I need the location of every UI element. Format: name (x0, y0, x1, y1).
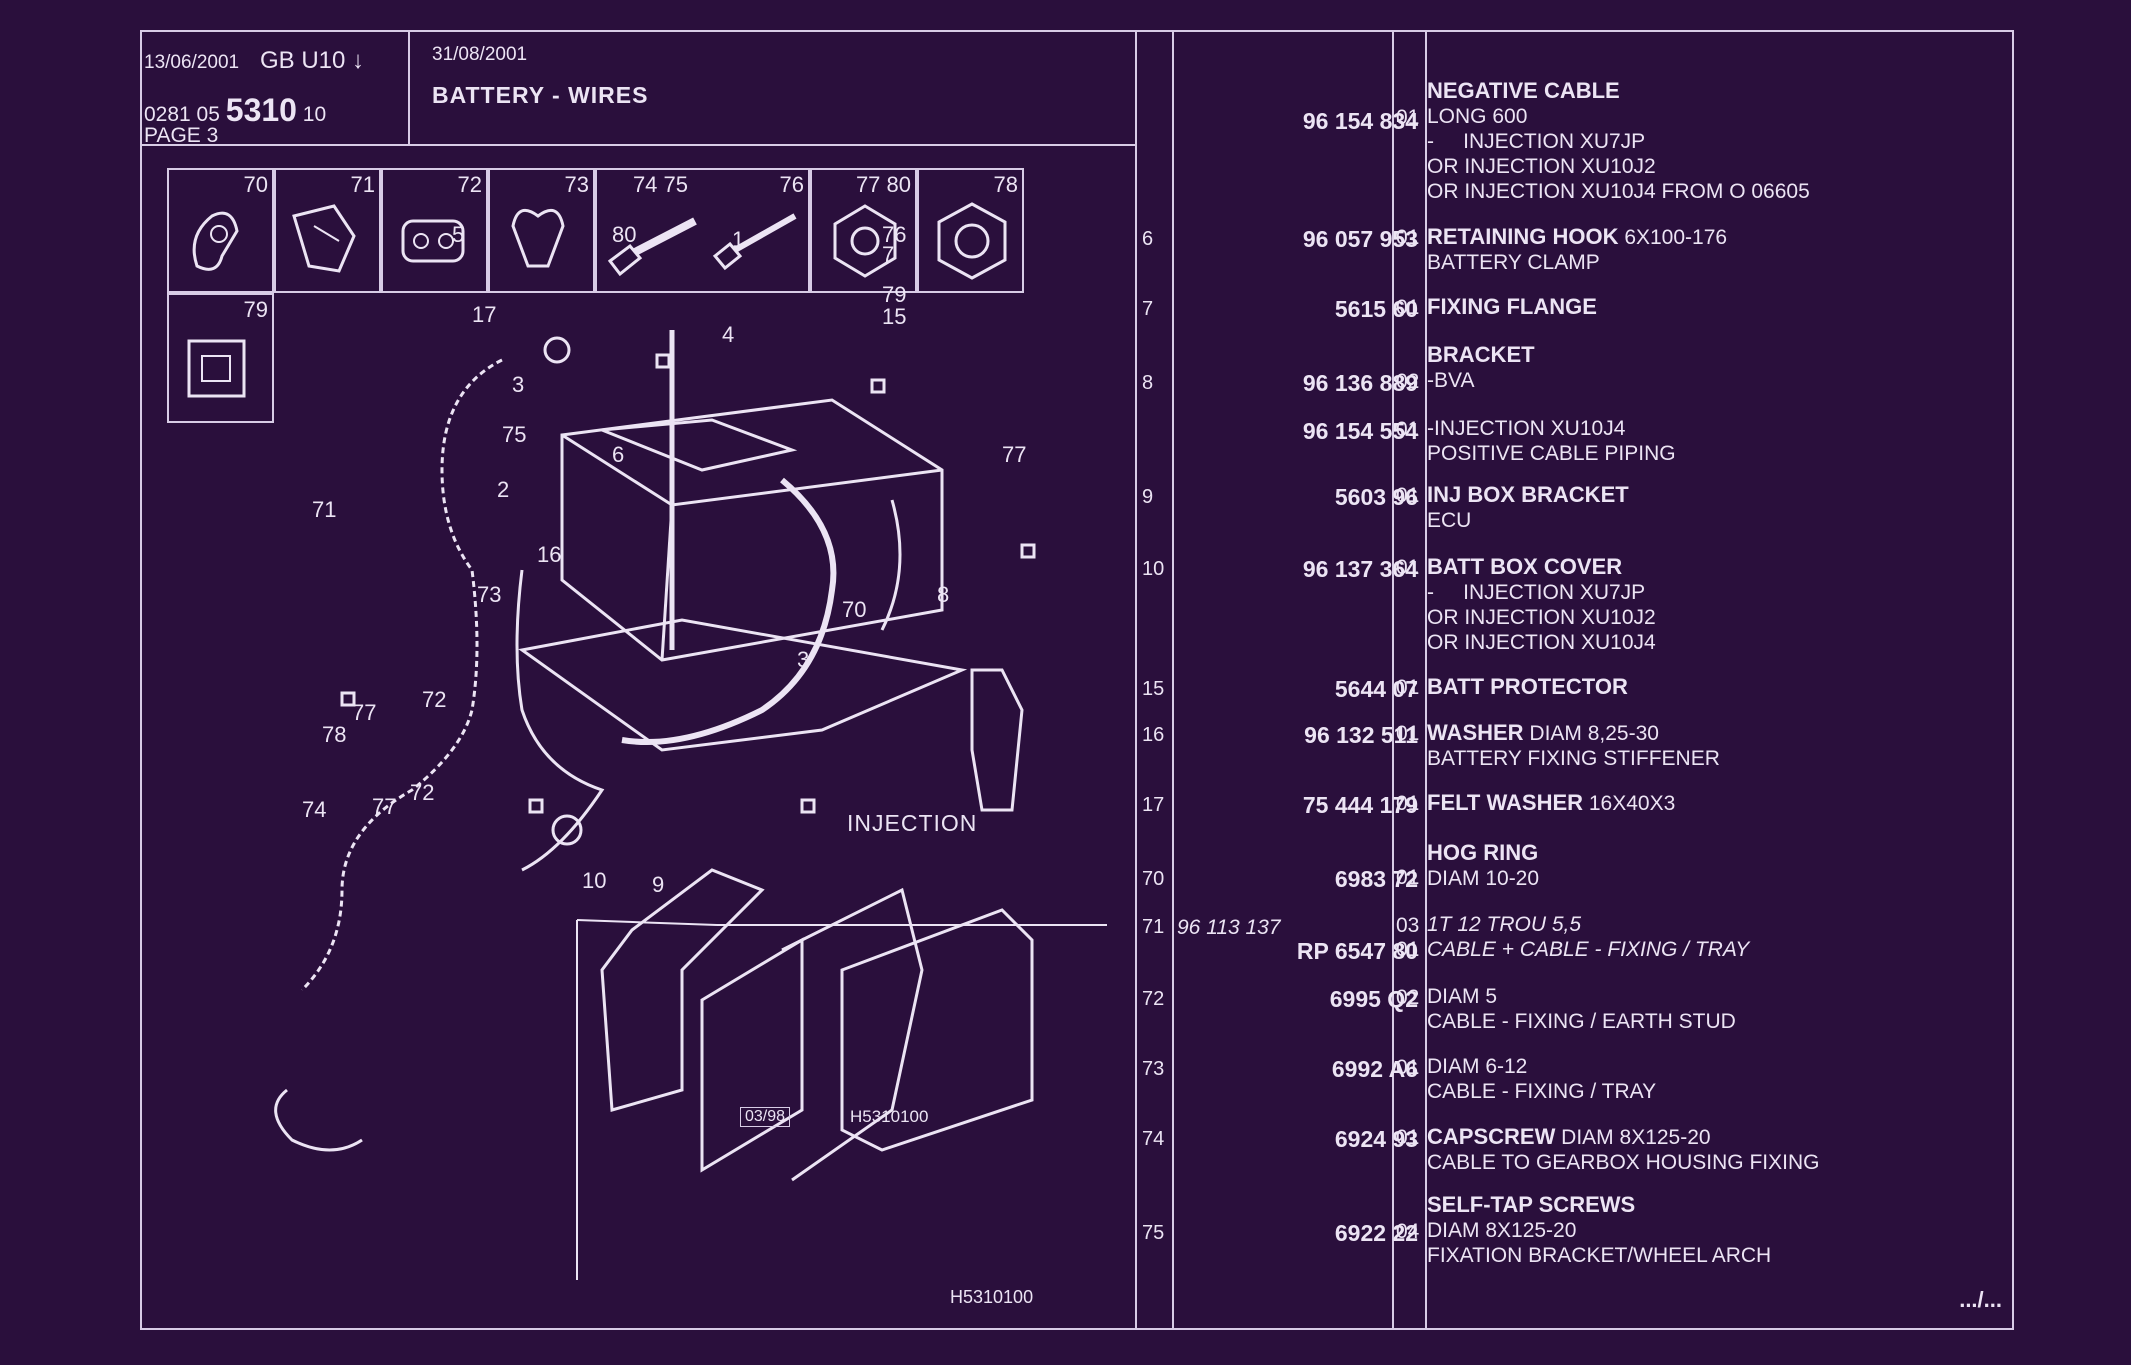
callout-16: 16 (537, 542, 562, 567)
thumbnail-79: 79 (167, 293, 274, 423)
callout-79: 79 (882, 282, 907, 307)
clip-icon (511, 208, 565, 268)
injection-label: INJECTION (847, 810, 978, 836)
ref-date-box: 03/98 (740, 1107, 791, 1127)
nut-icon (833, 204, 897, 278)
battery-diagram (274, 330, 1107, 1280)
callout-72b: 72 (410, 780, 435, 805)
callout-2: 2 (497, 477, 510, 502)
header-date: 13/06/2001 (144, 52, 240, 73)
thumbnail-78: 78 (917, 168, 1024, 293)
thumbnail-70: 70 (167, 168, 274, 293)
callout-80: 80 (612, 222, 637, 247)
callout-15: 15 (882, 304, 907, 329)
callout-8: 8 (937, 582, 950, 607)
divider (1135, 32, 1137, 1328)
thumbnail-77-80: 77 80 (810, 168, 917, 293)
callout-3: 3 (512, 372, 525, 397)
callout-77b: 77 (352, 700, 377, 725)
cable-tie-icon (292, 204, 356, 273)
connector-icon (187, 339, 246, 398)
callout-75: 75 (502, 422, 527, 447)
ref-code: H5310100 (850, 1107, 929, 1126)
header-page: PAGE 3 (144, 124, 219, 147)
callout-1: 1 (732, 227, 745, 252)
continuation-mark: .../... (1959, 1287, 2002, 1312)
divider (408, 32, 410, 144)
page-title: BATTERY - WIRES (432, 82, 649, 108)
callout-77: 77 (1002, 442, 1027, 467)
thumbnail-71: 71 (274, 168, 381, 293)
divider (1425, 32, 1427, 1328)
callout-76: 76 (882, 222, 907, 247)
callout-78: 78 (322, 722, 347, 747)
divider (1392, 32, 1394, 1328)
callout-70: 70 (842, 597, 867, 622)
callout-7: 7 (882, 242, 895, 267)
callout-17: 17 (472, 302, 497, 327)
header-lang-model: GB U10 ↓ (260, 47, 365, 74)
bottom-ref-code: H5310100 (950, 1287, 1034, 1307)
clip-icon (192, 211, 239, 271)
callout-6: 6 (612, 442, 625, 467)
nut-icon (937, 202, 1007, 280)
down-arrow-icon: ↓ (352, 47, 365, 74)
thumbnail-73: 73 (488, 168, 595, 293)
screw-icon (607, 213, 797, 277)
header-ref: 0281 05 5310 10 (144, 92, 327, 128)
parts-catalogue-page: 13/06/2001 GB U10 ↓ 0281 05 5310 10 PAGE… (140, 30, 2014, 1330)
header-date-2: 31/08/2001 (432, 44, 528, 65)
callout-9: 9 (652, 872, 665, 897)
clip-icon (401, 219, 465, 263)
callout-77c: 77 (372, 794, 397, 819)
thumbnail-72: 72 (381, 168, 488, 293)
callout-74: 74 (302, 797, 327, 822)
callout-5: 5 (452, 222, 465, 247)
divider (1172, 32, 1174, 1328)
callout-73: 73 (477, 582, 502, 607)
divider (142, 144, 1137, 146)
callout-4: 4 (722, 322, 735, 347)
callout-72: 72 (422, 687, 447, 712)
callout-71: 71 (312, 497, 337, 522)
callout-10: 10 (582, 868, 607, 893)
callout-3b: 3 (797, 647, 810, 672)
